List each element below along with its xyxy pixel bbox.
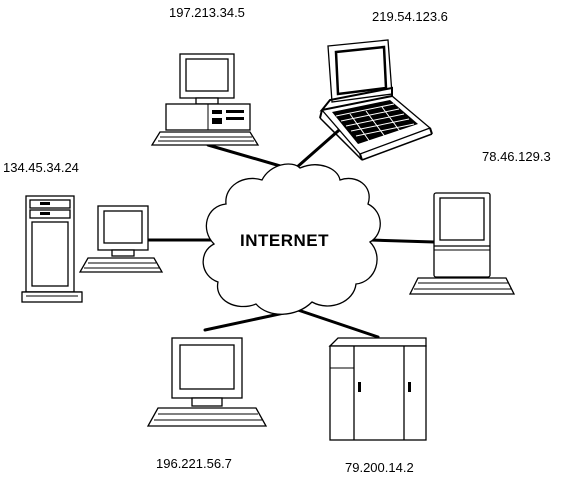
- ip-label-server-bottom: 79.200.14.2: [345, 460, 414, 475]
- desktop-computer-top: [150, 53, 260, 146]
- link-mac-right: [368, 238, 436, 244]
- laptop-computer: [319, 39, 433, 161]
- tower-workstation-left: [21, 195, 164, 303]
- monitor-computer-bottom: [146, 337, 268, 427]
- internet-cloud: INTERNET: [202, 163, 381, 315]
- ip-label-tower-left: 134.45.34.24: [3, 160, 79, 175]
- all-in-one-computer-right: [408, 192, 516, 295]
- internet-label: INTERNET: [240, 231, 329, 250]
- ip-label-desktop-top: 197.213.34.5: [169, 5, 245, 20]
- ip-label-laptop: 219.54.123.6: [372, 9, 448, 24]
- server-cabinet-bottom: [328, 337, 427, 441]
- ip-label-mac-right: 78.46.129.3: [482, 149, 551, 164]
- ip-label-monitor-bottom: 196.221.56.7: [156, 456, 232, 471]
- link-laptop: [294, 122, 348, 170]
- link-server-bottom: [296, 308, 380, 339]
